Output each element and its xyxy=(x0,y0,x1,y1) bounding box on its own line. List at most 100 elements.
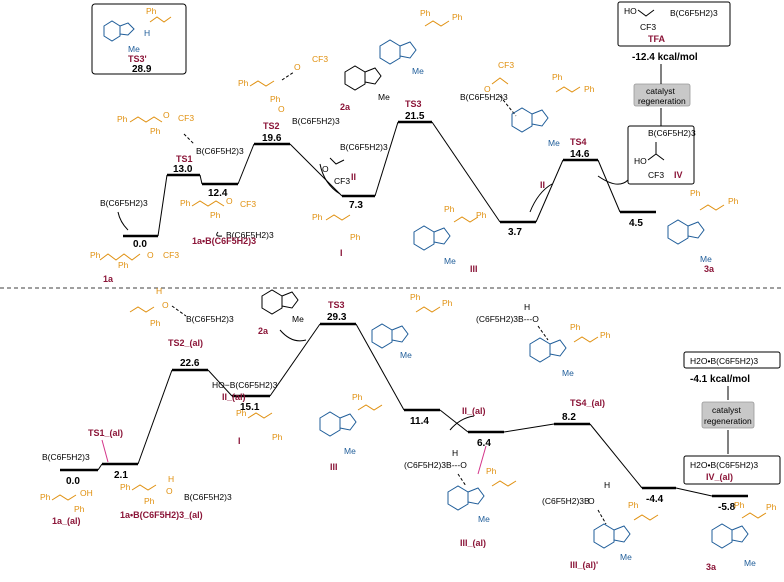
molecule-ts4-al: (C6F5H2)3B---O H Me Ph Ph xyxy=(476,302,611,378)
svg-text:(C6F5H2)3B---O: (C6F5H2)3B---O xyxy=(404,460,467,470)
label-II-al: II_(al) xyxy=(222,392,246,402)
svg-text:H: H xyxy=(452,448,458,458)
svg-text:Ph: Ph xyxy=(40,492,51,502)
label-ts1: TS1 xyxy=(176,154,193,164)
svg-text:Ph: Ph xyxy=(150,318,161,328)
svg-text:Ph: Ph xyxy=(476,210,487,220)
label-2a-upper: 2a xyxy=(340,102,351,112)
svg-text:CF3: CF3 xyxy=(640,22,656,32)
box-IV: B(C6F5H2)3 HO CF3 IV xyxy=(627,125,696,185)
lower-label-ts3: TS3 xyxy=(328,300,345,310)
label-3a-upper: 3a xyxy=(704,264,715,274)
svg-text:CF3: CF3 xyxy=(648,170,664,180)
svg-text:H2O•B(C6F5H2)3: H2O•B(C6F5H2)3 xyxy=(690,460,758,470)
ts3p-box: Me H Ph TS3' 28.9 xyxy=(91,3,187,75)
svg-text:Ph: Ph xyxy=(117,114,128,124)
svg-text:Ph: Ph xyxy=(734,500,745,510)
molecule-1a-al: Ph OH Ph 1a_(al) xyxy=(40,488,93,526)
svg-text:Ph: Ph xyxy=(150,126,161,136)
molecule-II: B(C6F5H2)3 O CF3 II xyxy=(319,142,388,195)
svg-text:Ph: Ph xyxy=(312,212,323,222)
svg-text:CF3: CF3 xyxy=(240,199,256,209)
box-TFA: HO CF3 B(C6F5H2)3 TFA xyxy=(617,1,731,47)
svg-text:O: O xyxy=(163,110,170,120)
svg-text:Ph: Ph xyxy=(270,94,281,104)
svg-text:Me: Me xyxy=(400,350,412,360)
label-ts3: TS3 xyxy=(405,99,422,109)
molecule-2a-lower: Me 2a xyxy=(258,289,307,342)
label-II: II xyxy=(351,172,356,182)
svg-text:H: H xyxy=(604,480,610,490)
molecule-ts3-upper: Me Ph Ph xyxy=(379,8,463,76)
svg-text:Ph: Ph xyxy=(410,292,421,302)
svg-text:catalyst: catalyst xyxy=(712,405,741,415)
svg-text:O: O xyxy=(278,104,285,114)
svg-text:Ph: Ph xyxy=(552,72,563,82)
svg-text:HO: HO xyxy=(634,156,647,166)
svg-text:(C6F5H2)3B: (C6F5H2)3B xyxy=(542,496,590,506)
regen-text-2: regeneration xyxy=(638,96,686,106)
lower-profile: 0.0 2.1 22.6 15.1 29.3 11.4 6.4 8.2 -4.4… xyxy=(40,286,781,572)
regen-box-upper xyxy=(633,83,691,107)
svg-text:Me: Me xyxy=(548,138,560,148)
val-19-6: 19.6 xyxy=(262,133,282,144)
regen-box-lower xyxy=(701,401,755,429)
svg-text:Ph: Ph xyxy=(118,260,129,270)
svg-text:regeneration: regeneration xyxy=(704,416,752,426)
lower-val-6-4: 6.4 xyxy=(477,438,491,449)
svg-text:H: H xyxy=(144,28,150,38)
molecule-ts3-lower: Me Ph Ph xyxy=(371,292,453,360)
svg-text:B(C6F5H2)3: B(C6F5H2)3 xyxy=(196,146,244,156)
label-IV: IV xyxy=(674,170,683,180)
svg-text:Ph: Ph xyxy=(352,392,363,402)
svg-text:O: O xyxy=(322,164,329,174)
svg-text:Me: Me xyxy=(744,558,756,568)
label-III-alp: III_(al)' xyxy=(570,560,598,570)
val-tfa: -12.4 kcal/mol xyxy=(632,52,698,63)
svg-text:Ph: Ph xyxy=(486,466,497,476)
svg-text:(C6F5H2)3B---O: (C6F5H2)3B---O xyxy=(476,314,539,324)
label-I-lower: I xyxy=(238,436,241,446)
svg-text:Ph: Ph xyxy=(728,196,739,206)
label-II-arrow: II xyxy=(540,180,545,190)
molecule-1a: Ph Ph O CF3 1a xyxy=(90,250,179,284)
svg-text:B(C6F5H2)3: B(C6F5H2)3 xyxy=(186,314,234,324)
upper-profile: 0.0 13.0 12.4 19.6 7.3 21.5 3.7 14.6 4.5… xyxy=(90,1,739,284)
lower-val-8-2: 8.2 xyxy=(562,412,576,423)
lower-label-ts4: TS4_(al) xyxy=(570,398,605,408)
label-II-al-arrow: II_(al) xyxy=(462,406,486,416)
svg-text:Ph: Ph xyxy=(584,84,595,94)
lower-catalyst-label: B(C6F5H2)3 xyxy=(42,452,90,462)
molecule-ts4-upper: CF3 O B(C6F5H2)3 Me Ph Ph xyxy=(460,60,595,148)
svg-text:O: O xyxy=(294,62,301,72)
label-ts2: TS2 xyxy=(263,121,280,131)
svg-text:Me: Me xyxy=(412,66,424,76)
svg-text:O: O xyxy=(226,196,233,206)
lower-val-0-0: 0.0 xyxy=(66,476,80,487)
arrow-II xyxy=(319,163,341,195)
label-III-upper: III xyxy=(470,264,478,274)
svg-text:Me: Me xyxy=(620,552,632,562)
val-7-3: 7.3 xyxy=(349,200,363,211)
label-III-lower: III xyxy=(330,462,338,472)
molecule-2a-upper: Me 2a xyxy=(340,65,390,112)
svg-text:CF3: CF3 xyxy=(178,113,194,123)
svg-text:Ph: Ph xyxy=(236,408,247,418)
val-14-6: 14.6 xyxy=(570,149,590,160)
val-21-5: 21.5 xyxy=(405,111,425,122)
svg-text:CF3: CF3 xyxy=(312,54,328,64)
svg-text:OH: OH xyxy=(80,488,93,498)
svg-text:Ph: Ph xyxy=(420,8,431,18)
svg-text:B(C6F5H2)3: B(C6F5H2)3 xyxy=(648,128,696,138)
molecule-ts2: Ph Ph O CF3 O B(C6F5H2)3 xyxy=(238,54,340,126)
label-TFA: TFA xyxy=(648,34,665,44)
svg-text:H: H xyxy=(168,474,174,484)
svg-text:Me: Me xyxy=(444,256,456,266)
svg-text:Ph: Ph xyxy=(628,500,639,510)
svg-text:Ph: Ph xyxy=(90,250,101,260)
svg-text:Ph: Ph xyxy=(766,502,777,512)
label-1a-complex-al: 1a•B(C6F5H2)3_(al) xyxy=(120,510,203,520)
svg-text:Ph: Ph xyxy=(74,504,85,514)
lower-val-m4-4: -4.4 xyxy=(646,494,664,505)
svg-text:Ph: Ph xyxy=(600,330,611,340)
